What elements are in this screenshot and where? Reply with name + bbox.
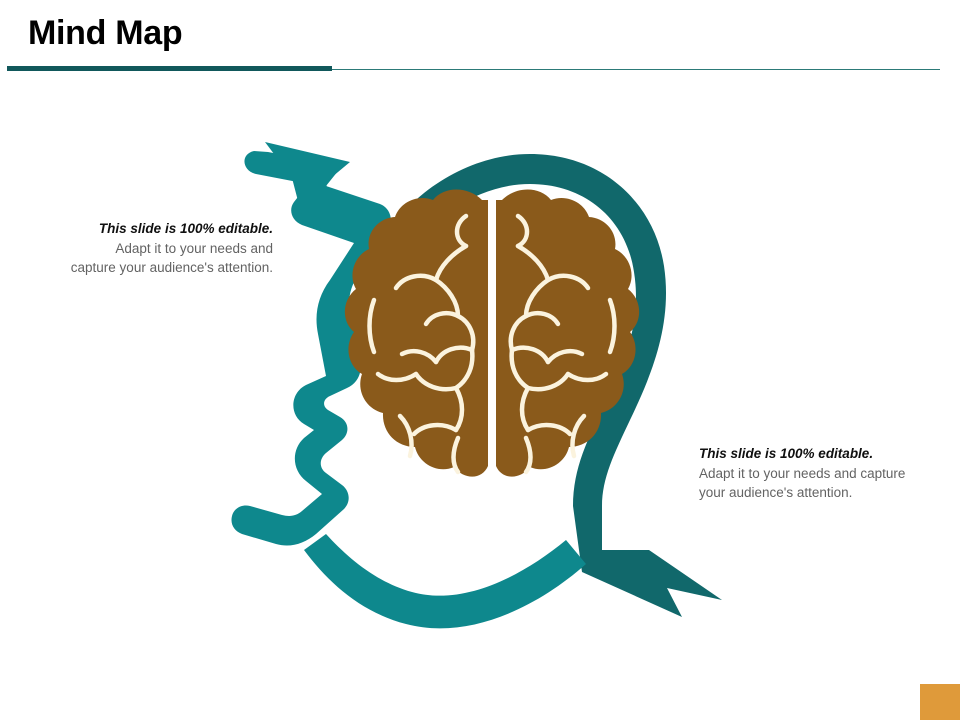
callout-left-emphasis: This slide is 100% editable. [98,221,273,236]
callout-right-emphasis: This slide is 100% editable. [699,446,874,461]
page-title: Mind Map [28,14,183,52]
corner-accent-square [920,684,960,720]
brain-right-hemisphere-icon [496,189,640,477]
title-divider-thick [7,66,332,71]
jaw-neck-ribbon-icon [304,534,586,629]
title-divider-thin [7,69,940,70]
brain-sulci-lines-icon [367,213,617,475]
brain-left-hemisphere-icon [344,189,488,477]
face-profile-arrow-icon [231,142,391,546]
callout-left-body: Adapt it to your needs and capture your … [70,240,273,276]
skull-arc-arrow-icon [376,154,722,617]
callout-right: This slide is 100% editable. Adapt it to… [699,444,909,503]
callout-left: This slide is 100% editable. Adapt it to… [68,219,273,278]
callout-right-body: Adapt it to your needs and capture your … [699,465,906,501]
mind-map-graphic [230,120,750,630]
